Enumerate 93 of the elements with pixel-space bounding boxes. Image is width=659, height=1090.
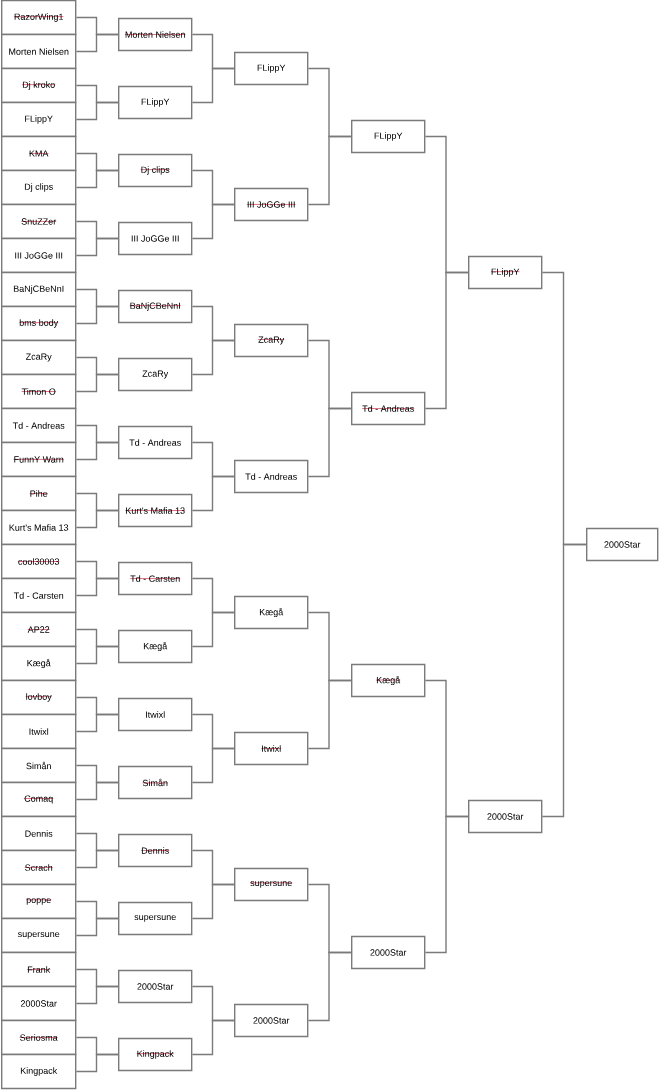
bracket-line — [191, 339, 235, 376]
match-box: supersune — [118, 901, 193, 936]
match-box: Kurt's Mafia 13 — [118, 493, 193, 528]
bracket-line — [75, 509, 119, 529]
player-box: Seriosma — [1, 1019, 77, 1056]
match-box: 2000Star — [351, 935, 426, 970]
player-box: supersune — [1, 917, 77, 954]
bracket-line — [75, 849, 119, 869]
match-box: III JoGGe III — [118, 221, 193, 256]
player-box: III JoGGe III — [1, 237, 77, 274]
match-box: ZcaRy — [118, 357, 193, 392]
player-box: AP22 — [1, 611, 77, 648]
bracket-line — [191, 1019, 235, 1056]
match-box: supersune — [234, 867, 309, 902]
match-box: Itwixl — [118, 697, 193, 732]
bracket-line — [307, 135, 352, 206]
player-box: Simån — [1, 747, 77, 784]
player-box: SnuZZer — [1, 203, 77, 240]
player-box: Kingpack — [1, 1053, 77, 1090]
match-box: Simån — [118, 765, 193, 800]
player-box: poppe — [1, 883, 77, 920]
match-box: Td - Carsten — [118, 561, 193, 596]
player-box: ZcaRy — [1, 339, 77, 376]
match-box: 2000Star — [468, 799, 543, 834]
player-box: Frank — [1, 951, 77, 988]
match-box: III JoGGe III — [234, 187, 309, 222]
bracket-line — [75, 33, 119, 53]
bracket-line — [75, 101, 119, 121]
match-box: Td - Andreas — [351, 391, 426, 426]
bracket-line — [541, 543, 587, 818]
bracket-line — [191, 203, 235, 240]
player-box: cool30003 — [1, 543, 77, 580]
bracket-line — [191, 747, 235, 784]
player-box: Itwixl — [1, 713, 77, 750]
player-box: FunnY Warn — [1, 441, 77, 478]
match-box: Td - Andreas — [234, 459, 309, 494]
match-box: Kægå — [351, 663, 426, 698]
bracket-line — [75, 373, 119, 393]
match-box: 2000Star — [234, 1003, 309, 1038]
match-box: FLippY — [118, 85, 193, 120]
match-box: FLippY — [234, 51, 309, 86]
bracket-line — [307, 407, 352, 478]
bracket-line — [75, 713, 119, 733]
bracket-line — [191, 611, 235, 648]
player-box: FLippY — [1, 101, 77, 138]
bracket-line — [424, 271, 469, 410]
match-box: FLippY — [351, 119, 426, 154]
match-box: FLippY — [468, 255, 543, 290]
match-box: Kingpack — [118, 1037, 193, 1072]
bracket-line — [75, 305, 119, 325]
bracket-line — [75, 781, 119, 801]
match-box: Dj clips — [118, 153, 193, 188]
player-box: 2000Star — [1, 985, 77, 1022]
champion-box: 2000Star — [586, 527, 659, 562]
player-box: lovboy — [1, 679, 77, 716]
player-box: Td - Andreas — [1, 407, 77, 444]
player-box: Timon O — [1, 373, 77, 410]
match-box: Morten Nielsen — [118, 17, 193, 52]
player-box: Td - Carsten — [1, 577, 77, 614]
bracket-line — [307, 951, 352, 1022]
player-box: Kægå — [1, 645, 77, 682]
bracket-line — [307, 679, 352, 750]
bracket-line — [75, 645, 119, 665]
match-box: BaNjCBeNnI — [118, 289, 193, 324]
player-box: BaNjCBeNnI — [1, 271, 77, 308]
bracket-line — [75, 985, 119, 1005]
bracket-line — [191, 475, 235, 512]
player-box: Dj clips — [1, 169, 77, 206]
bracket-line — [75, 917, 119, 937]
player-box: RazorWing1 — [1, 0, 77, 36]
match-box: Dennis — [118, 833, 193, 868]
player-box: Scrach — [1, 849, 77, 886]
match-box: 2000Star — [118, 969, 193, 1004]
player-box: Pihe — [1, 475, 77, 512]
bracket-line — [75, 1053, 119, 1073]
bracket-line — [191, 67, 235, 104]
player-box: KMA — [1, 135, 77, 172]
player-box: Kurt's Mafia 13 — [1, 509, 77, 546]
bracket-line — [424, 815, 469, 954]
match-box: Itwixl — [234, 731, 309, 766]
bracket-line — [75, 441, 119, 461]
match-box: Td - Andreas — [118, 425, 193, 460]
player-box: Comaq — [1, 781, 77, 818]
bracket-line — [75, 577, 119, 597]
match-box: Kægå — [118, 629, 193, 664]
player-box: Dennis — [1, 815, 77, 852]
player-box: Dj kroko — [1, 67, 77, 104]
match-box: Kægå — [234, 595, 309, 630]
bracket-line — [191, 883, 235, 920]
player-box: bms body — [1, 305, 77, 342]
bracket-line — [75, 237, 119, 257]
player-box: Morten Nielsen — [1, 33, 77, 70]
bracket-line — [75, 169, 119, 189]
